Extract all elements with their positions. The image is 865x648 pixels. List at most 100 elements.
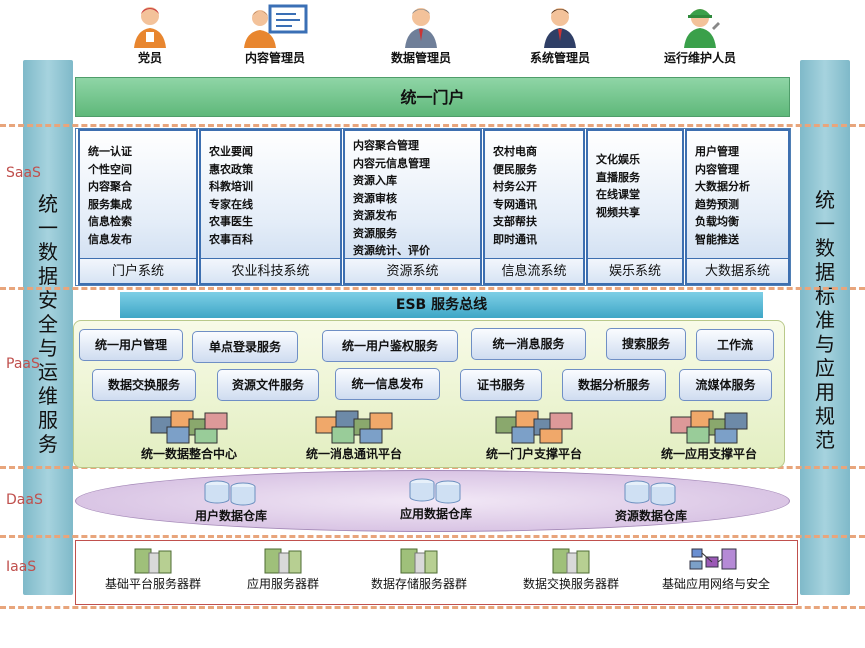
service-button: 数据交换服务 <box>92 369 196 401</box>
party-member-icon <box>134 7 166 48</box>
left-bar-char: 据 <box>38 264 58 288</box>
right-bar-char: 应 <box>815 356 835 380</box>
right-bar-char: 数 <box>815 236 835 260</box>
system-item: 用户管理 <box>695 145 739 158</box>
server-cluster-icon <box>670 410 748 444</box>
left-bar-text: 统 一 数 据 安 全 与 运 维 服 务 <box>23 192 73 456</box>
server-cluster-icon <box>495 410 573 444</box>
system-name: 资源系统 <box>345 258 480 283</box>
system-name: 农业科技系统 <box>201 258 340 283</box>
right-bar-char: 据 <box>815 260 835 284</box>
database-label: 用户数据仓库 <box>194 509 267 523</box>
system-name: 门户系统 <box>80 258 196 283</box>
system-item: 便民服务 <box>493 162 537 176</box>
service-button: 流媒体服务 <box>679 369 772 401</box>
platform-data-integration: 统一数据整合中心 <box>119 407 259 462</box>
system-item: 专网通讯 <box>493 197 537 211</box>
user-data-admin: 数据管理员 <box>366 4 476 66</box>
system-items: 用户管理 内容管理 大数据分析 趋势预测 负载均衡 智能推送 <box>695 143 750 248</box>
system-name: 娱乐系统 <box>588 258 682 283</box>
system-item: 趋势预测 <box>695 197 739 211</box>
db-resource: 资源数据仓库 <box>591 477 711 524</box>
separator-top <box>0 124 865 127</box>
system-item: 内容聚合管理 <box>353 139 419 152</box>
system-item: 视频共享 <box>596 205 640 219</box>
system-items: 农业要闻 惠农政策 科教培训 专家在线 农事医生 农事百科 <box>209 143 253 248</box>
user-content-admin: 内容管理员 <box>220 4 330 66</box>
system-entertainment: 文化娱乐 直播服务 在线课堂 视频共享 娱乐系统 <box>586 129 684 285</box>
system-items: 文化娱乐 直播服务 在线课堂 视频共享 <box>596 151 640 221</box>
system-item: 直播服务 <box>596 170 640 184</box>
database-label: 资源数据仓库 <box>614 509 687 523</box>
system-item: 内容元信息管理 <box>353 156 430 170</box>
service-button: 数据分析服务 <box>562 369 666 401</box>
iaas-infrastructure: 基础平台服务器群 应用服务器群 数据存储服务器群 数据交换服务器群 基础应用网络… <box>75 540 798 605</box>
system-agri-tech: 农业要闻 惠农政策 科教培训 专家在线 农事医生 农事百科 农业科技系统 <box>199 129 342 285</box>
system-items: 统一认证 个性空间 内容聚合 服务集成 信息检索 信息发布 <box>88 143 132 248</box>
system-item: 资源入库 <box>353 174 397 187</box>
content-admin-icon <box>244 4 308 48</box>
layer-label-iaas: IaaS <box>6 559 37 575</box>
system-item: 农村电商 <box>493 145 537 158</box>
user-label: 党员 <box>137 51 162 65</box>
service-button: 统一用户管理 <box>79 329 183 361</box>
separator-saas-paas <box>0 287 865 290</box>
db-user: 用户数据仓库 <box>171 477 291 524</box>
right-bar-char: 范 <box>815 428 835 452</box>
system-item: 科教培训 <box>209 180 253 193</box>
user-label: 内容管理员 <box>244 51 305 65</box>
server-label: 应用服务器群 <box>246 577 319 591</box>
platform-label: 统一应用支撑平台 <box>660 447 757 461</box>
system-item: 负载均衡 <box>695 215 739 228</box>
left-bar-char: 服 <box>38 408 58 432</box>
system-name: 信息流系统 <box>485 258 583 283</box>
system-item: 内容管理 <box>695 162 739 176</box>
system-item: 文化娱乐 <box>596 153 640 166</box>
network-security: 基础应用网络与安全 <box>646 545 786 592</box>
system-portal: 统一认证 个性空间 内容聚合 服务集成 信息检索 信息发布 门户系统 <box>78 129 198 285</box>
platform-label: 统一数据整合中心 <box>140 447 237 461</box>
server-group-icon <box>400 548 438 574</box>
left-bar-char: 务 <box>38 432 58 456</box>
right-bar-char: 统 <box>815 188 835 212</box>
database-icon <box>204 480 256 506</box>
layer-label-paas: PaaS <box>6 356 40 372</box>
service-button: 资源文件服务 <box>217 369 319 401</box>
network-security-icon <box>689 548 737 570</box>
db-application: 应用数据仓库 <box>376 475 496 522</box>
server-label: 基础应用网络与安全 <box>661 577 770 591</box>
esb-bus: ESB 服务总线 <box>120 292 763 318</box>
server-group-icon <box>134 548 172 574</box>
system-item: 个性空间 <box>88 162 132 176</box>
system-item: 统一认证 <box>88 145 132 158</box>
left-bar-char: 维 <box>38 384 58 408</box>
left-bar-char: 安 <box>38 288 58 312</box>
server-group-icon <box>552 548 590 574</box>
system-item: 智能推送 <box>695 232 739 246</box>
system-item: 农业要闻 <box>209 145 253 158</box>
system-admin-icon <box>544 8 576 48</box>
server-cluster-icon <box>150 410 228 444</box>
system-info-flow: 农村电商 便民服务 村务公开 专网通讯 支部帮扶 即时通讯 信息流系统 <box>483 129 585 285</box>
system-items: 农村电商 便民服务 村务公开 专网通讯 支部帮扶 即时通讯 <box>493 143 537 248</box>
system-item: 服务集成 <box>88 197 132 211</box>
paas-services: 统一用户管理 单点登录服务 统一用户鉴权服务 统一消息服务 搜索服务 工作流 数… <box>73 320 785 468</box>
left-bar-char: 统 <box>38 192 58 216</box>
system-item: 资源统计、评价 <box>353 244 430 257</box>
platform-label: 统一消息通讯平台 <box>305 447 402 461</box>
user-system-admin: 系统管理员 <box>505 4 615 66</box>
server-label: 基础平台服务器群 <box>104 577 201 591</box>
data-admin-icon <box>405 8 437 48</box>
system-item: 在线课堂 <box>596 188 640 201</box>
platform-label: 统一门户支撑平台 <box>485 447 582 461</box>
left-bar-char: 运 <box>38 360 58 384</box>
server-group-icon <box>264 548 302 574</box>
platform-messaging: 统一消息通讯平台 <box>279 407 429 462</box>
server-label: 数据交换服务器群 <box>522 577 619 591</box>
separator-bottom <box>0 606 865 609</box>
system-items: 内容聚合管理 内容元信息管理 资源入库 资源审核 资源发布 资源服务 资源统计、… <box>353 137 430 260</box>
user-label: 系统管理员 <box>529 51 590 65</box>
database-icon <box>624 480 676 506</box>
service-button: 证书服务 <box>460 369 542 401</box>
system-item: 资源审核 <box>353 191 397 205</box>
